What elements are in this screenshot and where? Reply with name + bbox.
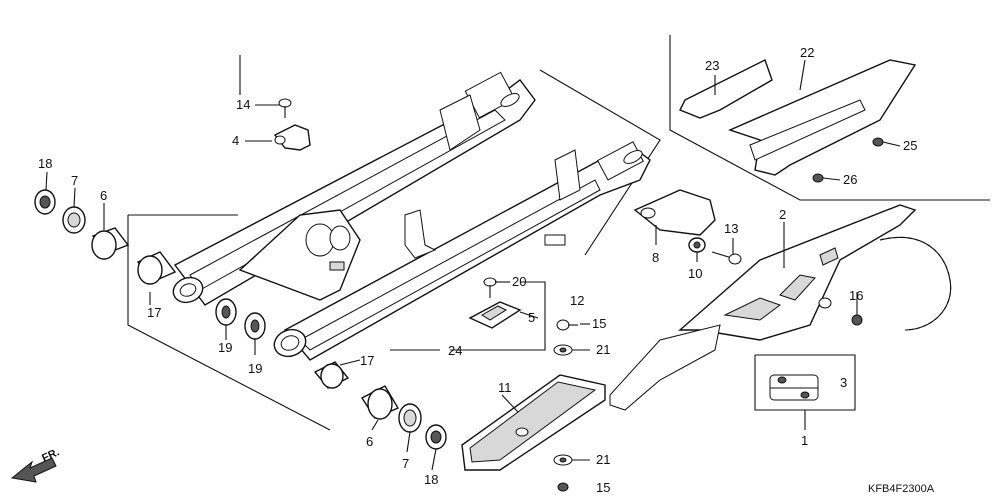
- bolt-16: [851, 314, 863, 326]
- screw-14: [278, 98, 292, 118]
- screw-20: [483, 277, 497, 298]
- guard-bracket-23: [679, 59, 773, 119]
- dust-seal-18-right: [425, 424, 447, 450]
- callout-10: 10: [688, 266, 702, 281]
- callout-5: 5: [528, 310, 535, 325]
- callout-22: 22: [800, 45, 814, 60]
- swingarm-assembly-outline: [127, 55, 661, 431]
- front-direction-indicator: FR.: [10, 446, 61, 483]
- callout-21-upper: 21: [596, 342, 610, 357]
- swingarm-right-arm: [283, 141, 651, 361]
- group-bracket-12: [450, 281, 546, 351]
- callout-11: 11: [498, 380, 512, 395]
- callout-18-left: 18: [38, 156, 52, 171]
- callout-17-left: 17: [147, 305, 161, 320]
- bearing-7-right: [398, 403, 422, 433]
- chain-case-2: [609, 204, 917, 411]
- inset-chain-guard-outline: [669, 35, 990, 201]
- collar-10: [688, 237, 706, 253]
- seal-19-upper: [215, 298, 237, 326]
- swingarm-pivot-gusset: [238, 209, 361, 301]
- callout-24: 24: [448, 343, 462, 358]
- pivot-tube-right: [273, 328, 307, 358]
- washer-21-upper: [553, 344, 573, 356]
- callout-6-left: 6: [100, 188, 107, 203]
- drawing-code: KFB4F2300A: [868, 483, 935, 495]
- swingarm-left-arm: [173, 71, 536, 306]
- bolt-13: [711, 251, 742, 265]
- callout-2: 2: [779, 207, 786, 222]
- callout-14: 14: [236, 97, 250, 112]
- hose-clip-4: [273, 124, 311, 151]
- front-direction-label: FR.: [40, 446, 61, 464]
- callout-3: 3: [840, 375, 847, 390]
- callout-20: 20: [512, 274, 526, 289]
- washer-21-lower: [553, 454, 573, 466]
- dust-seal-18-left: [34, 189, 56, 215]
- bushing-17-right: [313, 361, 350, 389]
- group-bracket-1: [754, 354, 856, 430]
- front-arrow-icon: [10, 457, 57, 483]
- callout-4: 4: [232, 133, 239, 148]
- chain-slider-11: [461, 374, 606, 471]
- chain-guard-22: [728, 59, 917, 176]
- callout-25: 25: [903, 138, 917, 153]
- bolt-15-lower: [557, 482, 569, 492]
- callout-7-right: 7: [402, 456, 409, 471]
- drive-chain: [879, 236, 952, 331]
- callout-7-left: 7: [71, 173, 78, 188]
- callout-13: 13: [724, 221, 738, 236]
- callout-15-lower: 15: [596, 480, 610, 495]
- callout-19-lower: 19: [248, 361, 262, 376]
- callout-23: 23: [705, 58, 719, 73]
- callout-labels: 18 7 6 17 19 19 14 4 17 24 20 12 5 15 21…: [38, 45, 917, 495]
- callout-1: 1: [801, 433, 808, 448]
- pivot-tube-left: [172, 276, 204, 304]
- callout-26: 26: [843, 172, 857, 187]
- callout-21-lower: 21: [596, 452, 610, 467]
- bolt-25: [872, 137, 884, 147]
- chain-guide-bracket-8: [633, 189, 716, 236]
- bolt-15-upper: [556, 319, 578, 331]
- callout-18-right: 18: [424, 472, 438, 487]
- bolt-26: [812, 173, 824, 183]
- callout-8: 8: [652, 250, 659, 265]
- bushing-17-left: [136, 251, 177, 285]
- callout-17-right: 17: [360, 353, 374, 368]
- guide-plate-5: [468, 301, 522, 329]
- callout-16: 16: [849, 288, 863, 303]
- callout-19-upper: 19: [218, 340, 232, 355]
- collar-6-left: [91, 227, 130, 260]
- master-link-3: [769, 374, 819, 401]
- callout-12: 12: [570, 293, 584, 308]
- leader-lines: [45, 59, 901, 471]
- seal-19-lower: [244, 312, 266, 340]
- callout-15-upper: 15: [592, 316, 606, 331]
- bearing-7-left: [62, 206, 86, 234]
- callout-6-right: 6: [366, 434, 373, 449]
- collar-6-right: [360, 385, 400, 420]
